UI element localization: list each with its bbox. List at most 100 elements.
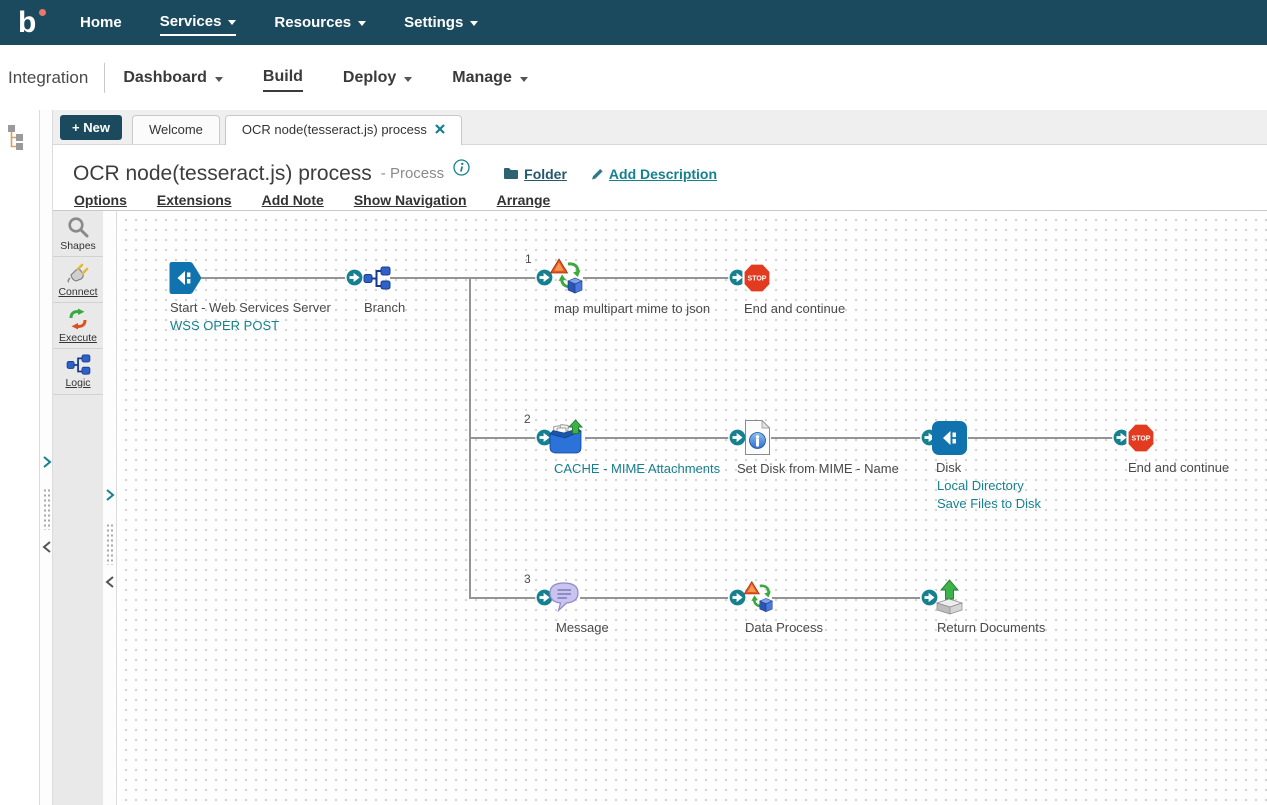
tool-execute[interactable]: Execute xyxy=(53,303,103,349)
component-type-label: - Process xyxy=(380,165,445,182)
menu-arrange[interactable]: Arrange xyxy=(496,192,551,208)
collapse-left-icon[interactable] xyxy=(105,575,115,594)
tool-connect[interactable]: Connect xyxy=(53,257,103,303)
disk-connector-shape[interactable] xyxy=(931,420,968,461)
stop-icon: STOP xyxy=(1126,422,1156,454)
tool-connect-label: Connect xyxy=(58,285,98,298)
set-properties-shape[interactable] xyxy=(744,419,771,461)
tool-shapes-label: Shapes xyxy=(60,239,96,252)
end-shape-label: End and continue xyxy=(744,301,846,316)
panel-splitter-left[interactable] xyxy=(39,110,53,805)
message-shape[interactable] xyxy=(548,581,581,619)
data-process-icon xyxy=(742,580,774,614)
tool-shapes[interactable]: Shapes xyxy=(53,211,103,257)
chevron-down-icon xyxy=(228,20,237,25)
component-tree-icon[interactable] xyxy=(7,122,27,155)
start-shape[interactable] xyxy=(168,261,202,300)
connector-line xyxy=(968,437,1113,439)
connector-line xyxy=(585,437,729,439)
data-process-shape[interactable] xyxy=(742,578,774,622)
logo-letter: b xyxy=(18,5,37,39)
service-navigation: Integration Dashboard Build Deploy Manag… xyxy=(0,45,1267,110)
folder-link[interactable]: Folder xyxy=(503,166,567,182)
close-icon[interactable] xyxy=(435,122,445,137)
main-panel: + New Welcome OCR node(tesseract.js) pro… xyxy=(53,110,1267,805)
expand-right-icon[interactable] xyxy=(42,455,52,474)
cache-icon xyxy=(549,419,584,454)
nav-item-settings[interactable]: Settings xyxy=(404,10,479,35)
branch-shape[interactable] xyxy=(363,266,391,295)
build-label: Build xyxy=(262,67,303,85)
expand-right-icon[interactable] xyxy=(105,488,115,507)
info-icon[interactable] xyxy=(453,158,470,181)
branch-number-2: 2 xyxy=(524,412,531,426)
connector-line xyxy=(200,277,345,279)
nav-services-label: Services xyxy=(159,13,222,30)
folder-link-label: Folder xyxy=(524,165,567,182)
chevron-down-icon xyxy=(519,76,528,82)
deploy-label: Deploy xyxy=(342,68,397,86)
add-description-link[interactable]: Add Description xyxy=(590,166,717,182)
shape-toolbar: Shapes Connect xyxy=(53,211,103,805)
return-documents-shape[interactable] xyxy=(934,579,965,621)
document-header: OCR node(tesseract.js) process - Process… xyxy=(53,145,1267,192)
tab-process-label: OCR node(tesseract.js) process xyxy=(241,122,427,137)
return-documents-label: Return Documents xyxy=(937,620,1046,635)
connector-line xyxy=(390,277,536,279)
menu-add-note[interactable]: Add Note xyxy=(261,192,324,208)
process-canvas[interactable]: 1 2 3 xyxy=(117,211,1267,805)
nav-item-home[interactable]: Home xyxy=(80,10,122,35)
tab-strip: + New Welcome OCR node(tesseract.js) pro… xyxy=(53,110,1267,145)
new-button[interactable]: + New xyxy=(60,115,122,140)
connection-point[interactable] xyxy=(344,267,365,288)
stop-icon: STOP xyxy=(742,262,772,294)
nav-home-label: Home xyxy=(80,14,122,31)
splitter-grip[interactable] xyxy=(43,488,51,530)
map-shape[interactable] xyxy=(548,257,584,302)
process-builder: Shapes Connect xyxy=(53,211,1267,805)
message-bubble-icon xyxy=(549,582,579,613)
collapse-left-icon[interactable] xyxy=(42,540,52,559)
menu-extensions[interactable]: Extensions xyxy=(156,192,232,208)
nav-item-services[interactable]: Services xyxy=(159,9,237,36)
menu-show-navigation[interactable]: Show Navigation xyxy=(353,192,467,208)
stop-shape[interactable]: STOP xyxy=(742,262,772,299)
tab-process[interactable]: OCR node(tesseract.js) process xyxy=(224,115,462,145)
dashboard-label: Dashboard xyxy=(123,68,207,86)
disk-shape-sublabel[interactable]: Local Directory xyxy=(937,478,1024,493)
component-explorer-rail xyxy=(0,110,39,805)
menu-options[interactable]: Options xyxy=(74,192,127,208)
start-shape-sublabel[interactable]: WSS OPER POST xyxy=(170,318,280,333)
chevron-down-icon xyxy=(358,21,367,26)
add-description-label: Add Description xyxy=(608,165,718,182)
tab-welcome-label: Welcome xyxy=(148,122,203,137)
chevron-down-icon xyxy=(404,76,413,82)
cache-shape-label[interactable]: CACHE - MIME Attachments xyxy=(554,461,721,476)
splitter-grip[interactable] xyxy=(106,523,114,565)
branch-number-1: 1 xyxy=(525,252,532,266)
panel-splitter-toolbar[interactable] xyxy=(103,211,117,805)
subnav-item-build[interactable]: Build xyxy=(262,64,303,92)
subnav-item-dashboard[interactable]: Dashboard xyxy=(123,65,223,91)
stop-shape[interactable]: STOP xyxy=(1126,422,1156,459)
execute-arrows-icon xyxy=(69,308,87,329)
boomi-logo[interactable]: b xyxy=(18,4,52,42)
add-to-cache-shape[interactable] xyxy=(546,419,585,462)
nav-settings-label: Settings xyxy=(404,14,464,31)
svg-text:STOP: STOP xyxy=(748,276,767,283)
folder-icon xyxy=(504,168,519,179)
branch-icon xyxy=(363,266,391,290)
connector-line xyxy=(771,437,921,439)
subnav-item-deploy[interactable]: Deploy xyxy=(342,65,413,91)
subnav-item-manage[interactable]: Manage xyxy=(452,65,528,91)
nav-item-resources[interactable]: Resources xyxy=(274,10,367,35)
connector-line xyxy=(469,437,536,439)
connector-line xyxy=(469,597,536,599)
page-title: OCR node(tesseract.js) process xyxy=(73,161,372,185)
tab-welcome[interactable]: Welcome xyxy=(131,115,220,144)
tool-logic[interactable]: Logic xyxy=(53,349,103,395)
disk-shape-sublabel2[interactable]: Save Files to Disk xyxy=(937,496,1042,511)
process-menubar: Options Extensions Add Note Show Navigat… xyxy=(53,192,1267,211)
branch-icon xyxy=(65,354,91,375)
